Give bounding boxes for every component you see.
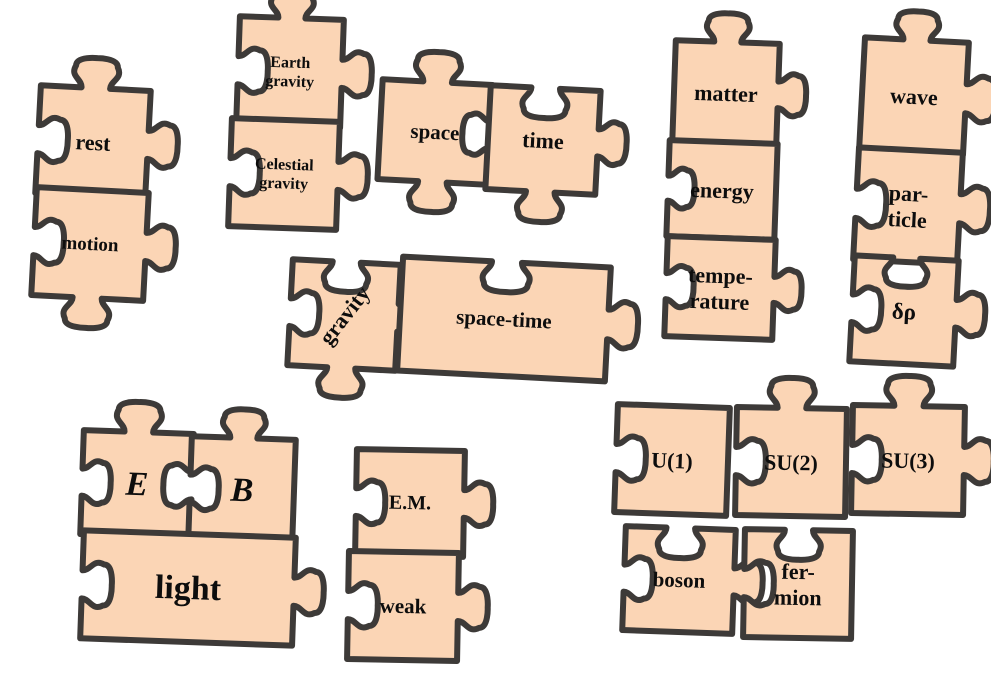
puzzle-piece-shape [859, 9, 991, 156]
puzzle-piece-label: rest [75, 129, 112, 156]
puzzle-piece-label-line: space [410, 119, 460, 146]
puzzle-piece-shape [35, 55, 182, 200]
puzzle-piece-label-line: ticle [887, 205, 928, 232]
puzzle-piece-label: space [410, 119, 460, 146]
puzzle-piece-label: light [154, 568, 222, 607]
puzzle-piece-label-line: gravity [265, 72, 314, 91]
puzzle-piece-label-line: gravity [259, 174, 308, 193]
puzzle-piece-shape [851, 375, 991, 516]
puzzle-piece-label-line: tempe- [688, 261, 754, 288]
puzzle-piece-label-line: wave [890, 82, 939, 109]
puzzle-piece-label-line: SU(2) [764, 449, 818, 475]
puzzle-piece-e-field: E [80, 400, 195, 538]
puzzle-piece-label: wave [890, 82, 939, 109]
puzzle-piece-energy: energy [666, 140, 777, 240]
puzzle-piece-label-line: time [522, 126, 565, 153]
puzzle-piece-shape [735, 377, 847, 517]
puzzle-piece-label-line: weak [379, 594, 426, 619]
puzzle-piece-label: par-ticle [887, 180, 929, 233]
puzzle-piece-label: E [124, 465, 149, 503]
puzzle-piece-label: weak [379, 594, 426, 619]
puzzle-piece-rest: rest [35, 55, 182, 200]
puzzle-piece-shape [849, 255, 988, 368]
puzzle-piece-label: tempe-rature [687, 261, 753, 314]
puzzle-piece-label-line: mion [774, 584, 822, 610]
puzzle-piece-label-line: Earth [270, 53, 311, 71]
puzzle-piece-label-line: rature [689, 287, 750, 314]
puzzle-piece-label-line: SU(3) [881, 447, 935, 473]
puzzle-piece-label: fer-mion [774, 558, 823, 610]
puzzle-piece-time: time [484, 85, 629, 226]
puzzle-piece-label-line: boson [652, 567, 706, 593]
puzzle-piece-label: δρ [891, 298, 917, 324]
puzzle-piece-shape [484, 85, 629, 226]
puzzle-piece-label: matter [694, 79, 759, 106]
puzzle-piece-b-field: B [188, 408, 297, 544]
puzzle-piece-label: motion [61, 232, 119, 256]
puzzle-piece-su3: SU(3) [851, 375, 991, 516]
puzzle-piece-label-line: U(1) [651, 447, 693, 473]
puzzle-piece-particle: par-ticle [853, 147, 991, 266]
puzzle-piece-label: U(1) [651, 447, 693, 473]
puzzle-piece-earth-gravity: Earthgravity [236, 0, 374, 129]
puzzle-piece-label-line: par- [888, 180, 929, 207]
puzzle-piece-label-line: space-time [456, 305, 553, 334]
puzzle-piece-label: time [522, 126, 565, 153]
puzzle-piece-label-line: δρ [891, 298, 917, 324]
puzzle-piece-label: E.M. [389, 492, 432, 515]
puzzle-piece-label-line: energy [690, 176, 754, 203]
puzzle-piece-label-line: E.M. [389, 492, 432, 515]
puzzle-piece-weak: weak [347, 551, 489, 661]
puzzle-piece-wave: wave [859, 9, 991, 156]
puzzle-piece-label-line: E [124, 465, 149, 503]
puzzle-piece-space: space [376, 49, 494, 215]
puzzle-piece-label-line: matter [694, 79, 759, 106]
puzzle-piece-label-line: B [229, 471, 254, 509]
puzzle-piece-label: SU(2) [764, 449, 818, 475]
puzzle-piece-label-line: fer- [781, 558, 815, 584]
puzzle-piece-temperature: tempe-rature [664, 236, 803, 341]
puzzle-piece-delta-rho: δρ [849, 255, 988, 368]
puzzle-piece-label: space-time [456, 305, 553, 334]
puzzle-piece-em: E.M. [355, 449, 494, 557]
puzzle-piece-su2: SU(2) [735, 377, 847, 517]
puzzle-piece-label-line: motion [61, 232, 119, 256]
puzzle-piece-matter: matter [672, 12, 809, 147]
puzzle-piece-motion: motion [30, 187, 179, 332]
puzzle-piece-label: energy [690, 176, 754, 203]
puzzle-piece-label: boson [652, 567, 706, 593]
puzzle-piece-label: B [229, 471, 254, 509]
puzzle-piece-space-time: space-time [397, 257, 641, 383]
puzzle-piece-u1: U(1) [614, 404, 730, 516]
puzzle-piece-celestial-gravity: Celestialgravity [228, 118, 369, 231]
puzzle-piece-label-line: rest [75, 129, 112, 156]
puzzle-piece-label-line: Celestial [255, 155, 315, 174]
puzzle-piece-label-line: light [154, 568, 222, 607]
puzzle-piece-label: SU(3) [881, 447, 935, 473]
puzzle-piece-shape [672, 12, 809, 147]
puzzle-piece-shape [30, 187, 179, 332]
puzzle-piece-light: light [80, 530, 325, 646]
